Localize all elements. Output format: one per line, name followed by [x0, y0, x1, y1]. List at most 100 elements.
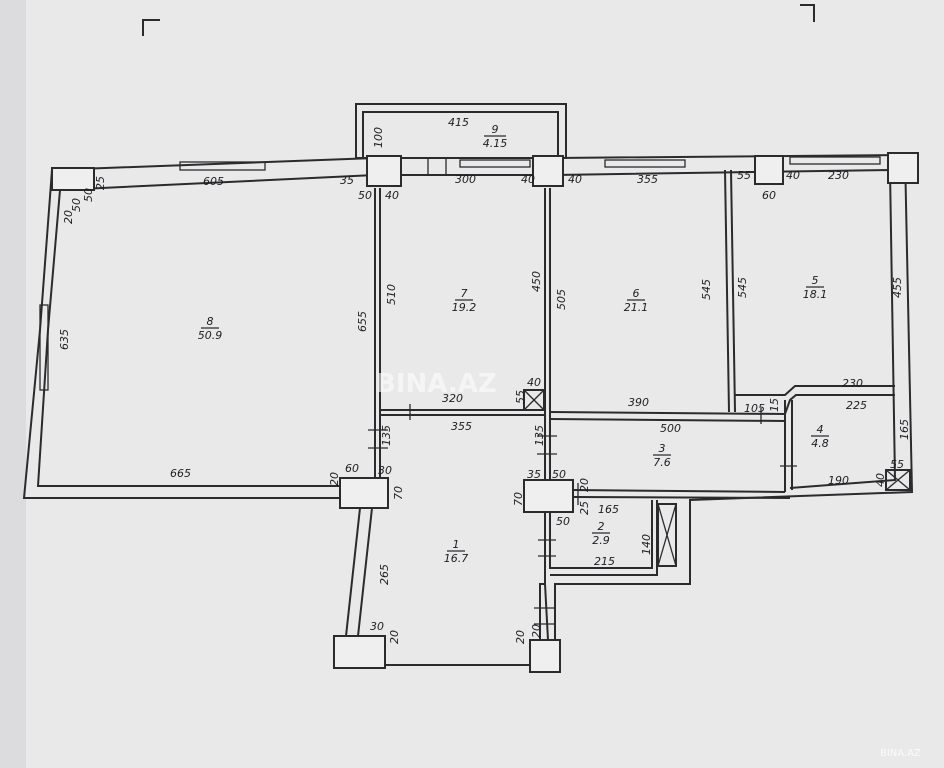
svg-text:20: 20 — [514, 630, 527, 644]
svg-text:355: 355 — [451, 420, 472, 433]
svg-text:20: 20 — [328, 472, 341, 486]
svg-text:2.9: 2.9 — [592, 534, 610, 547]
room-label-2: 2 2.9 — [592, 520, 610, 547]
svg-text:135: 135 — [380, 425, 393, 446]
room-label-3: 3 7.6 — [653, 442, 671, 469]
svg-text:40: 40 — [521, 173, 535, 186]
svg-text:135: 135 — [533, 425, 546, 446]
svg-text:390: 390 — [628, 396, 649, 409]
svg-text:300: 300 — [455, 173, 476, 186]
watermark: BINA.AZ — [376, 369, 497, 399]
svg-text:450: 450 — [530, 271, 543, 292]
room-label-9: 9 4.15 — [483, 123, 508, 150]
corner-mark-left — [142, 19, 160, 36]
svg-text:635: 635 — [58, 329, 71, 350]
svg-text:40: 40 — [385, 189, 399, 202]
svg-text:7.6: 7.6 — [653, 456, 671, 469]
room-label-8: 8 50.9 — [198, 315, 223, 342]
svg-text:50: 50 — [556, 515, 570, 528]
svg-text:9: 9 — [492, 123, 499, 136]
svg-text:50: 50 — [82, 188, 95, 202]
interior-walls — [374, 169, 895, 641]
watermark-corner: BINA.AZ — [880, 748, 921, 759]
svg-text:20: 20 — [530, 624, 543, 638]
room-label-1: 1 16.7 — [444, 538, 469, 565]
svg-text:665: 665 — [170, 467, 191, 480]
svg-text:20: 20 — [388, 630, 401, 644]
svg-text:40: 40 — [874, 473, 887, 487]
svg-text:230: 230 — [828, 169, 849, 182]
svg-text:265: 265 — [378, 564, 391, 585]
svg-text:4.8: 4.8 — [811, 437, 829, 450]
svg-text:655: 655 — [356, 311, 369, 332]
svg-text:190: 190 — [828, 474, 849, 487]
svg-text:500: 500 — [660, 422, 681, 435]
svg-text:2: 2 — [598, 520, 605, 533]
svg-text:3: 3 — [659, 442, 666, 455]
svg-text:605: 605 — [203, 175, 224, 188]
svg-text:70: 70 — [512, 492, 525, 506]
svg-text:545: 545 — [700, 279, 713, 300]
svg-text:230: 230 — [842, 377, 863, 390]
room-label-5: 5 18.1 — [803, 274, 828, 301]
room-label-4: 4 4.8 — [811, 423, 829, 450]
balcony — [355, 103, 567, 159]
svg-text:455: 455 — [891, 277, 904, 298]
svg-text:55: 55 — [890, 458, 904, 471]
svg-text:5: 5 — [812, 274, 819, 287]
room-label-7: 7 19.2 — [452, 287, 477, 314]
svg-text:25: 25 — [578, 501, 591, 515]
svg-text:21.1: 21.1 — [624, 301, 649, 314]
svg-text:35: 35 — [527, 468, 541, 481]
svg-text:40: 40 — [568, 173, 582, 186]
svg-text:165: 165 — [898, 419, 911, 440]
svg-text:4.15: 4.15 — [483, 137, 508, 150]
svg-text:40: 40 — [786, 169, 800, 182]
svg-text:100: 100 — [372, 127, 385, 148]
svg-text:16.7: 16.7 — [444, 552, 469, 565]
svg-text:55: 55 — [514, 390, 527, 404]
svg-text:50: 50 — [70, 198, 83, 212]
svg-text:6: 6 — [633, 287, 640, 300]
svg-text:18.1: 18.1 — [803, 288, 828, 301]
corner-mark-right — [800, 4, 815, 22]
door-marks — [368, 404, 797, 625]
svg-text:510: 510 — [385, 284, 398, 305]
svg-text:20: 20 — [62, 210, 75, 224]
svg-text:545: 545 — [736, 277, 749, 298]
svg-text:15: 15 — [768, 398, 781, 412]
svg-text:70: 70 — [392, 486, 405, 500]
svg-text:20: 20 — [578, 478, 591, 492]
svg-text:50: 50 — [358, 189, 372, 202]
svg-text:215: 215 — [594, 555, 615, 568]
svg-text:1: 1 — [453, 538, 460, 551]
svg-text:50: 50 — [552, 468, 566, 481]
svg-text:8: 8 — [207, 315, 214, 328]
svg-text:320: 320 — [442, 392, 463, 405]
svg-text:35: 35 — [340, 174, 354, 187]
svg-text:60: 60 — [762, 189, 776, 202]
svg-text:355: 355 — [637, 173, 658, 186]
svg-text:50.9: 50.9 — [198, 329, 223, 342]
svg-text:55: 55 — [737, 169, 751, 182]
shafts — [523, 389, 911, 567]
svg-text:60: 60 — [345, 462, 359, 475]
svg-text:415: 415 — [448, 116, 469, 129]
svg-text:25: 25 — [94, 176, 107, 190]
paper-margin — [0, 0, 26, 768]
svg-text:4: 4 — [817, 423, 824, 436]
svg-text:140: 140 — [640, 534, 653, 555]
svg-text:40: 40 — [527, 376, 541, 389]
svg-text:505: 505 — [555, 289, 568, 310]
svg-text:30: 30 — [370, 620, 384, 633]
svg-text:225: 225 — [846, 399, 867, 412]
svg-text:30: 30 — [378, 464, 392, 477]
svg-text:165: 165 — [598, 503, 619, 516]
window-marks — [39, 156, 881, 391]
svg-text:7: 7 — [461, 287, 468, 300]
columns — [51, 152, 919, 673]
outer-walls — [22, 153, 914, 666]
room-label-6: 6 21.1 — [624, 287, 649, 314]
